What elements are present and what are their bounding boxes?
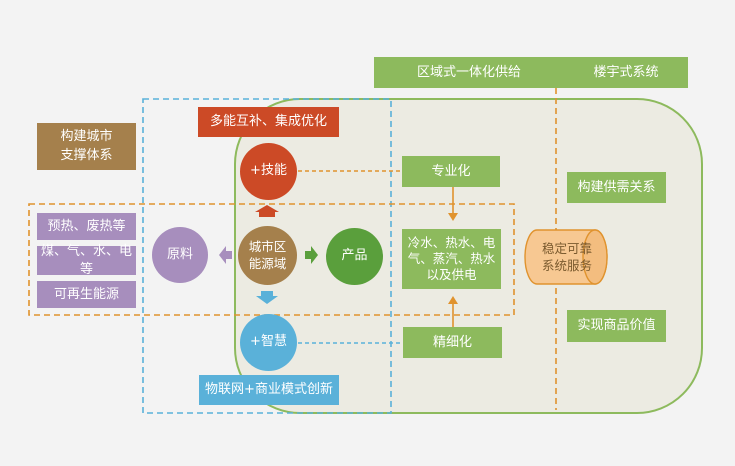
raw-material-label: 原料 xyxy=(166,246,193,262)
input-item-label: 预热、废热等 xyxy=(47,218,126,234)
specialization-label: 专业化 xyxy=(431,163,471,179)
support-system-box: 构建城市 支撑体系 xyxy=(37,123,136,170)
smart-label: +智慧 xyxy=(250,334,287,350)
input-item-label: 煤、气、水、电等 xyxy=(40,243,132,277)
supply-demand-box: 构建供需关系 xyxy=(567,172,666,203)
commodity-value-label: 实现商品价值 xyxy=(577,318,656,334)
input-item-label: 可再生能源 xyxy=(53,286,119,302)
header-building-system-label: 楼宇式系统 xyxy=(593,64,659,80)
iot-business-model-label: 物联网+商业模式创新 xyxy=(205,382,333,398)
iot-business-model-box: 物联网+商业模式创新 xyxy=(199,375,339,405)
arrow-to-product xyxy=(305,246,318,264)
refinement-arrow-head xyxy=(448,296,458,304)
input-item-fuels: 煤、气、水、电等 xyxy=(37,243,136,277)
arrow-to-raw-material xyxy=(219,246,232,264)
input-item-waste-heat: 预热、废热等 xyxy=(37,213,136,240)
arrow-down-to-smart xyxy=(256,291,278,304)
strategy-box: 多能互补、集成优化 xyxy=(198,107,339,137)
blue-dashed-frame xyxy=(142,98,392,414)
service-cylinder-end xyxy=(582,229,608,285)
input-item-renewable: 可再生能源 xyxy=(37,281,136,308)
specialization-arrow-head xyxy=(448,213,458,221)
header-integrated-supply-label: 区域式一体化供给 xyxy=(416,64,521,80)
tech-node: +技能 xyxy=(240,143,297,200)
raw-material-node: 原料 xyxy=(152,227,208,283)
product-label: 产品 xyxy=(341,248,368,264)
refinement-box: 精细化 xyxy=(403,327,502,358)
product-node: 产品 xyxy=(326,228,383,285)
service-label: 稳定可靠 系统服务 xyxy=(541,240,592,274)
arrow-up-to-tech xyxy=(255,205,279,217)
outputs-box: 冷水、热水、电 气、蒸汽、热水 以及供电 xyxy=(402,229,501,289)
refinement-label: 精细化 xyxy=(432,334,472,350)
specialization-box: 专业化 xyxy=(402,156,500,187)
strategy-label: 多能互补、集成优化 xyxy=(209,114,327,130)
orange-dashed-frame xyxy=(28,203,515,316)
tech-label: +技能 xyxy=(250,163,287,179)
header-integrated-supply: 区域式一体化供给 xyxy=(374,57,564,88)
supply-demand-label: 构建供需关系 xyxy=(577,179,656,195)
smart-node: +智慧 xyxy=(240,314,297,371)
header-building-system: 楼宇式系统 xyxy=(564,57,688,88)
commodity-value-box: 实现商品价值 xyxy=(567,310,666,342)
city-energy-node: 城市区 能源域 xyxy=(238,226,297,285)
